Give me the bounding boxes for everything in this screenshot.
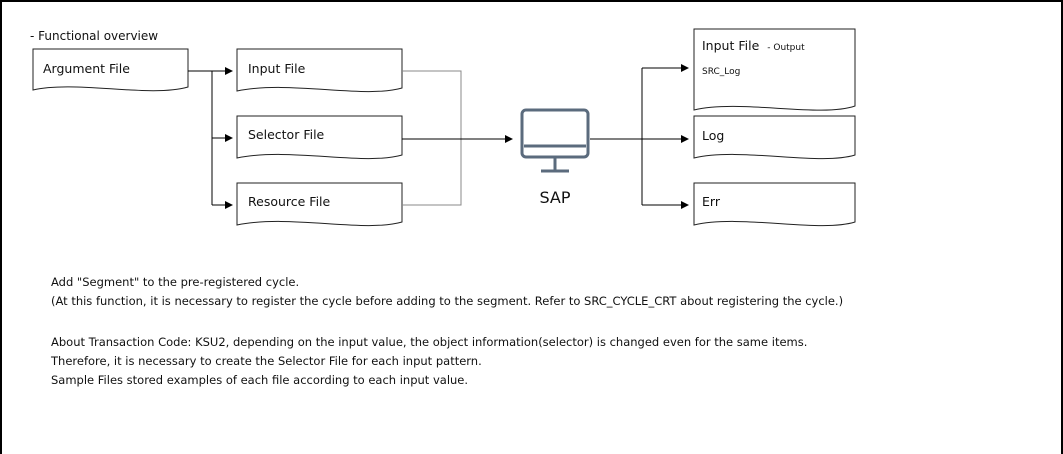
note-line-4: Therefore, it is necessary to create the… [51, 354, 482, 368]
sap-output-connectors [590, 64, 689, 209]
argument-file-node: Argument File [32, 48, 189, 92]
selector-file-label: Selector File [248, 127, 325, 142]
svg-text:Input File - Output: Input File - Output [702, 38, 805, 53]
resource-file-node: Resource File [236, 182, 403, 227]
monitor-icon [520, 108, 590, 173]
output-input-file-label: Input File [702, 38, 760, 53]
diagram-heading: - Functional overview [30, 29, 158, 43]
note-line-5: Sample Files stored examples of each fil… [51, 373, 469, 387]
resource-file-label: Resource File [248, 194, 331, 209]
output-input-file-node: Input File - Output SRC_Log [693, 28, 856, 111]
log-label: Log [702, 128, 724, 143]
sap-input-connectors [402, 70, 513, 206]
argument-file-label: Argument File [43, 61, 130, 76]
err-node: Err [693, 182, 856, 227]
note-line-3: About Transaction Code: KSU2, depending … [51, 335, 808, 349]
sap-label: SAP [539, 188, 570, 207]
output-suffix-label: - Output [767, 43, 805, 53]
err-label: Err [702, 194, 721, 209]
selector-file-node: Selector File [236, 115, 403, 160]
argument-connectors [188, 67, 233, 209]
note-line-2: (At this function, it is necessary to re… [51, 294, 844, 308]
src-log-label: SRC_Log [702, 67, 740, 77]
input-file-label: Input File [248, 61, 306, 76]
note-line-1: Add "Segment" to the pre-registered cycl… [51, 275, 300, 289]
input-file-node: Input File [236, 48, 403, 93]
log-node: Log [693, 115, 856, 160]
